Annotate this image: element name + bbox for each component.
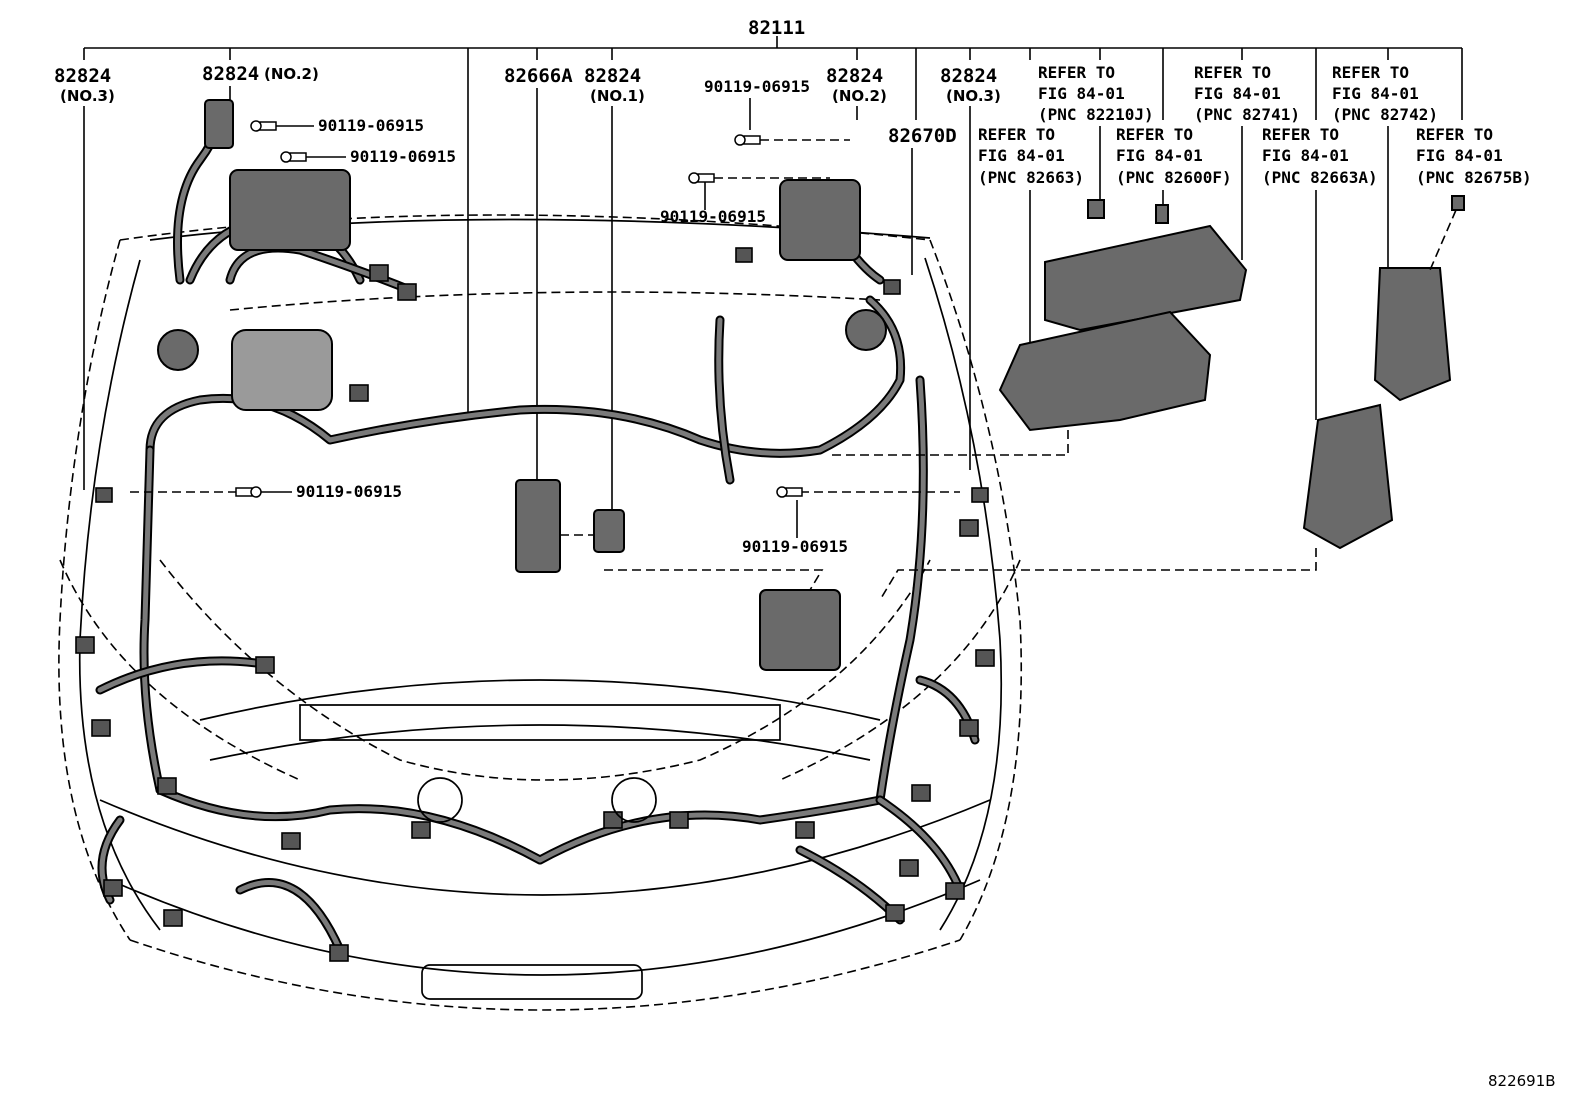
ref-82675b-line3: (PNC 82675B)	[1416, 168, 1532, 187]
relay-blocks	[998, 195, 1465, 550]
callout-82824-no3-left: 82824	[54, 65, 111, 87]
main-part-number: 82111	[748, 17, 805, 39]
connector-cluster-center	[759, 589, 841, 671]
callout-82824-no2-mid: 82824	[826, 65, 883, 87]
diagram-id: 822691B	[1488, 1072, 1556, 1090]
callout-82666a: 82666A	[504, 65, 573, 87]
ref-82663-line2: FIG 84-01	[978, 146, 1065, 165]
junction-connector-82666a	[515, 479, 561, 573]
relay-block-82663	[998, 310, 1212, 432]
ref-82600f-line2: FIG 84-01	[1116, 146, 1203, 165]
reservoir-tank	[231, 329, 333, 411]
ref-82742-line1: REFER TO	[1332, 63, 1409, 82]
ref-82741-line3: (PNC 82741)	[1194, 105, 1300, 124]
bolt-label-3: 90119-06915	[704, 77, 810, 96]
ref-82600f-line3: (PNC 82600F)	[1116, 168, 1232, 187]
ref-82742-line2: FIG 84-01	[1332, 84, 1419, 103]
ref-82741-line2: FIG 84-01	[1194, 84, 1281, 103]
callout-82824-no1-sub: (NO.1)	[590, 87, 645, 105]
horn-left	[417, 777, 463, 823]
engine-room-parts	[157, 99, 1169, 823]
bolt-icon-4	[688, 172, 715, 184]
callout-82824-no2-left-sub: (NO.2)	[264, 65, 319, 83]
reference-notes: REFER TO FIG 84-01 (PNC 82663) REFER TO …	[978, 63, 1532, 420]
ref-82675b-line1: REFER TO	[1416, 125, 1493, 144]
relay-82600f	[1155, 204, 1169, 224]
callout-82670d: 82670D	[888, 125, 957, 147]
bolt-icon-2	[280, 151, 307, 163]
connectors	[75, 247, 995, 962]
ref-82663a-line3: (PNC 82663A)	[1262, 168, 1378, 187]
ref-82663a-line2: FIG 84-01	[1262, 146, 1349, 165]
bolt-callouts: 90119-06915 90119-06915 90119-06915 9011…	[260, 77, 848, 556]
ref-82210j-line1: REFER TO	[1038, 63, 1115, 82]
relay-82675b	[1451, 195, 1465, 211]
ref-82675b-line2: FIG 84-01	[1416, 146, 1503, 165]
grommet-right	[845, 309, 887, 351]
bolt-label-2: 90119-06915	[350, 147, 456, 166]
grommet-left	[157, 329, 199, 371]
connector-cluster-right	[779, 179, 861, 261]
callout-82824-no3-right: 82824	[940, 65, 997, 87]
callout-82824-no1: 82824	[584, 65, 641, 87]
ref-82663-line1: REFER TO	[978, 125, 1055, 144]
ref-82600f-line1: REFER TO	[1116, 125, 1193, 144]
ref-82741-line1: REFER TO	[1194, 63, 1271, 82]
main-part-bracket	[83, 36, 1463, 415]
bolt-icon-3	[734, 134, 761, 146]
connector-cluster-left	[229, 169, 351, 251]
connector-82824-no1	[593, 509, 625, 553]
ref-82742-line3: (PNC 82742)	[1332, 105, 1438, 124]
relay-block-82742	[1373, 267, 1452, 402]
bolt-icon-6	[776, 486, 803, 498]
bolt-icon-5	[235, 486, 262, 498]
bolt-label-6: 90119-06915	[742, 537, 848, 556]
bolt-label-4: 90119-06915	[660, 207, 766, 226]
vehicle-body-outline	[58, 214, 1023, 1011]
leader-dashes	[130, 139, 1457, 601]
bolt-label-1: 90119-06915	[318, 116, 424, 135]
callout-82824-no2-mid-sub: (NO.2)	[832, 87, 887, 105]
ref-82210j-line3: (PNC 82210J)	[1038, 105, 1154, 124]
ref-82210j-line2: FIG 84-01	[1038, 84, 1125, 103]
callout-82824-no3-right-sub: (NO.3)	[946, 87, 1001, 105]
callout-82824-no3-left-sub: (NO.3)	[60, 87, 115, 105]
relay-block-82741	[1044, 224, 1248, 332]
ref-82663a-line1: REFER TO	[1262, 125, 1339, 144]
relay-block-82663a	[1302, 403, 1394, 550]
relay-82210j	[1087, 199, 1105, 219]
ref-82663-line3: (PNC 82663)	[978, 168, 1084, 187]
bolt-label-5: 90119-06915	[296, 482, 402, 501]
connector-82824-no2-left	[204, 99, 234, 149]
bolt-icon-1	[250, 120, 277, 132]
callout-82824-no2-left: 82824	[202, 63, 259, 85]
bolt-icons	[235, 120, 803, 498]
horn-right	[611, 777, 657, 823]
